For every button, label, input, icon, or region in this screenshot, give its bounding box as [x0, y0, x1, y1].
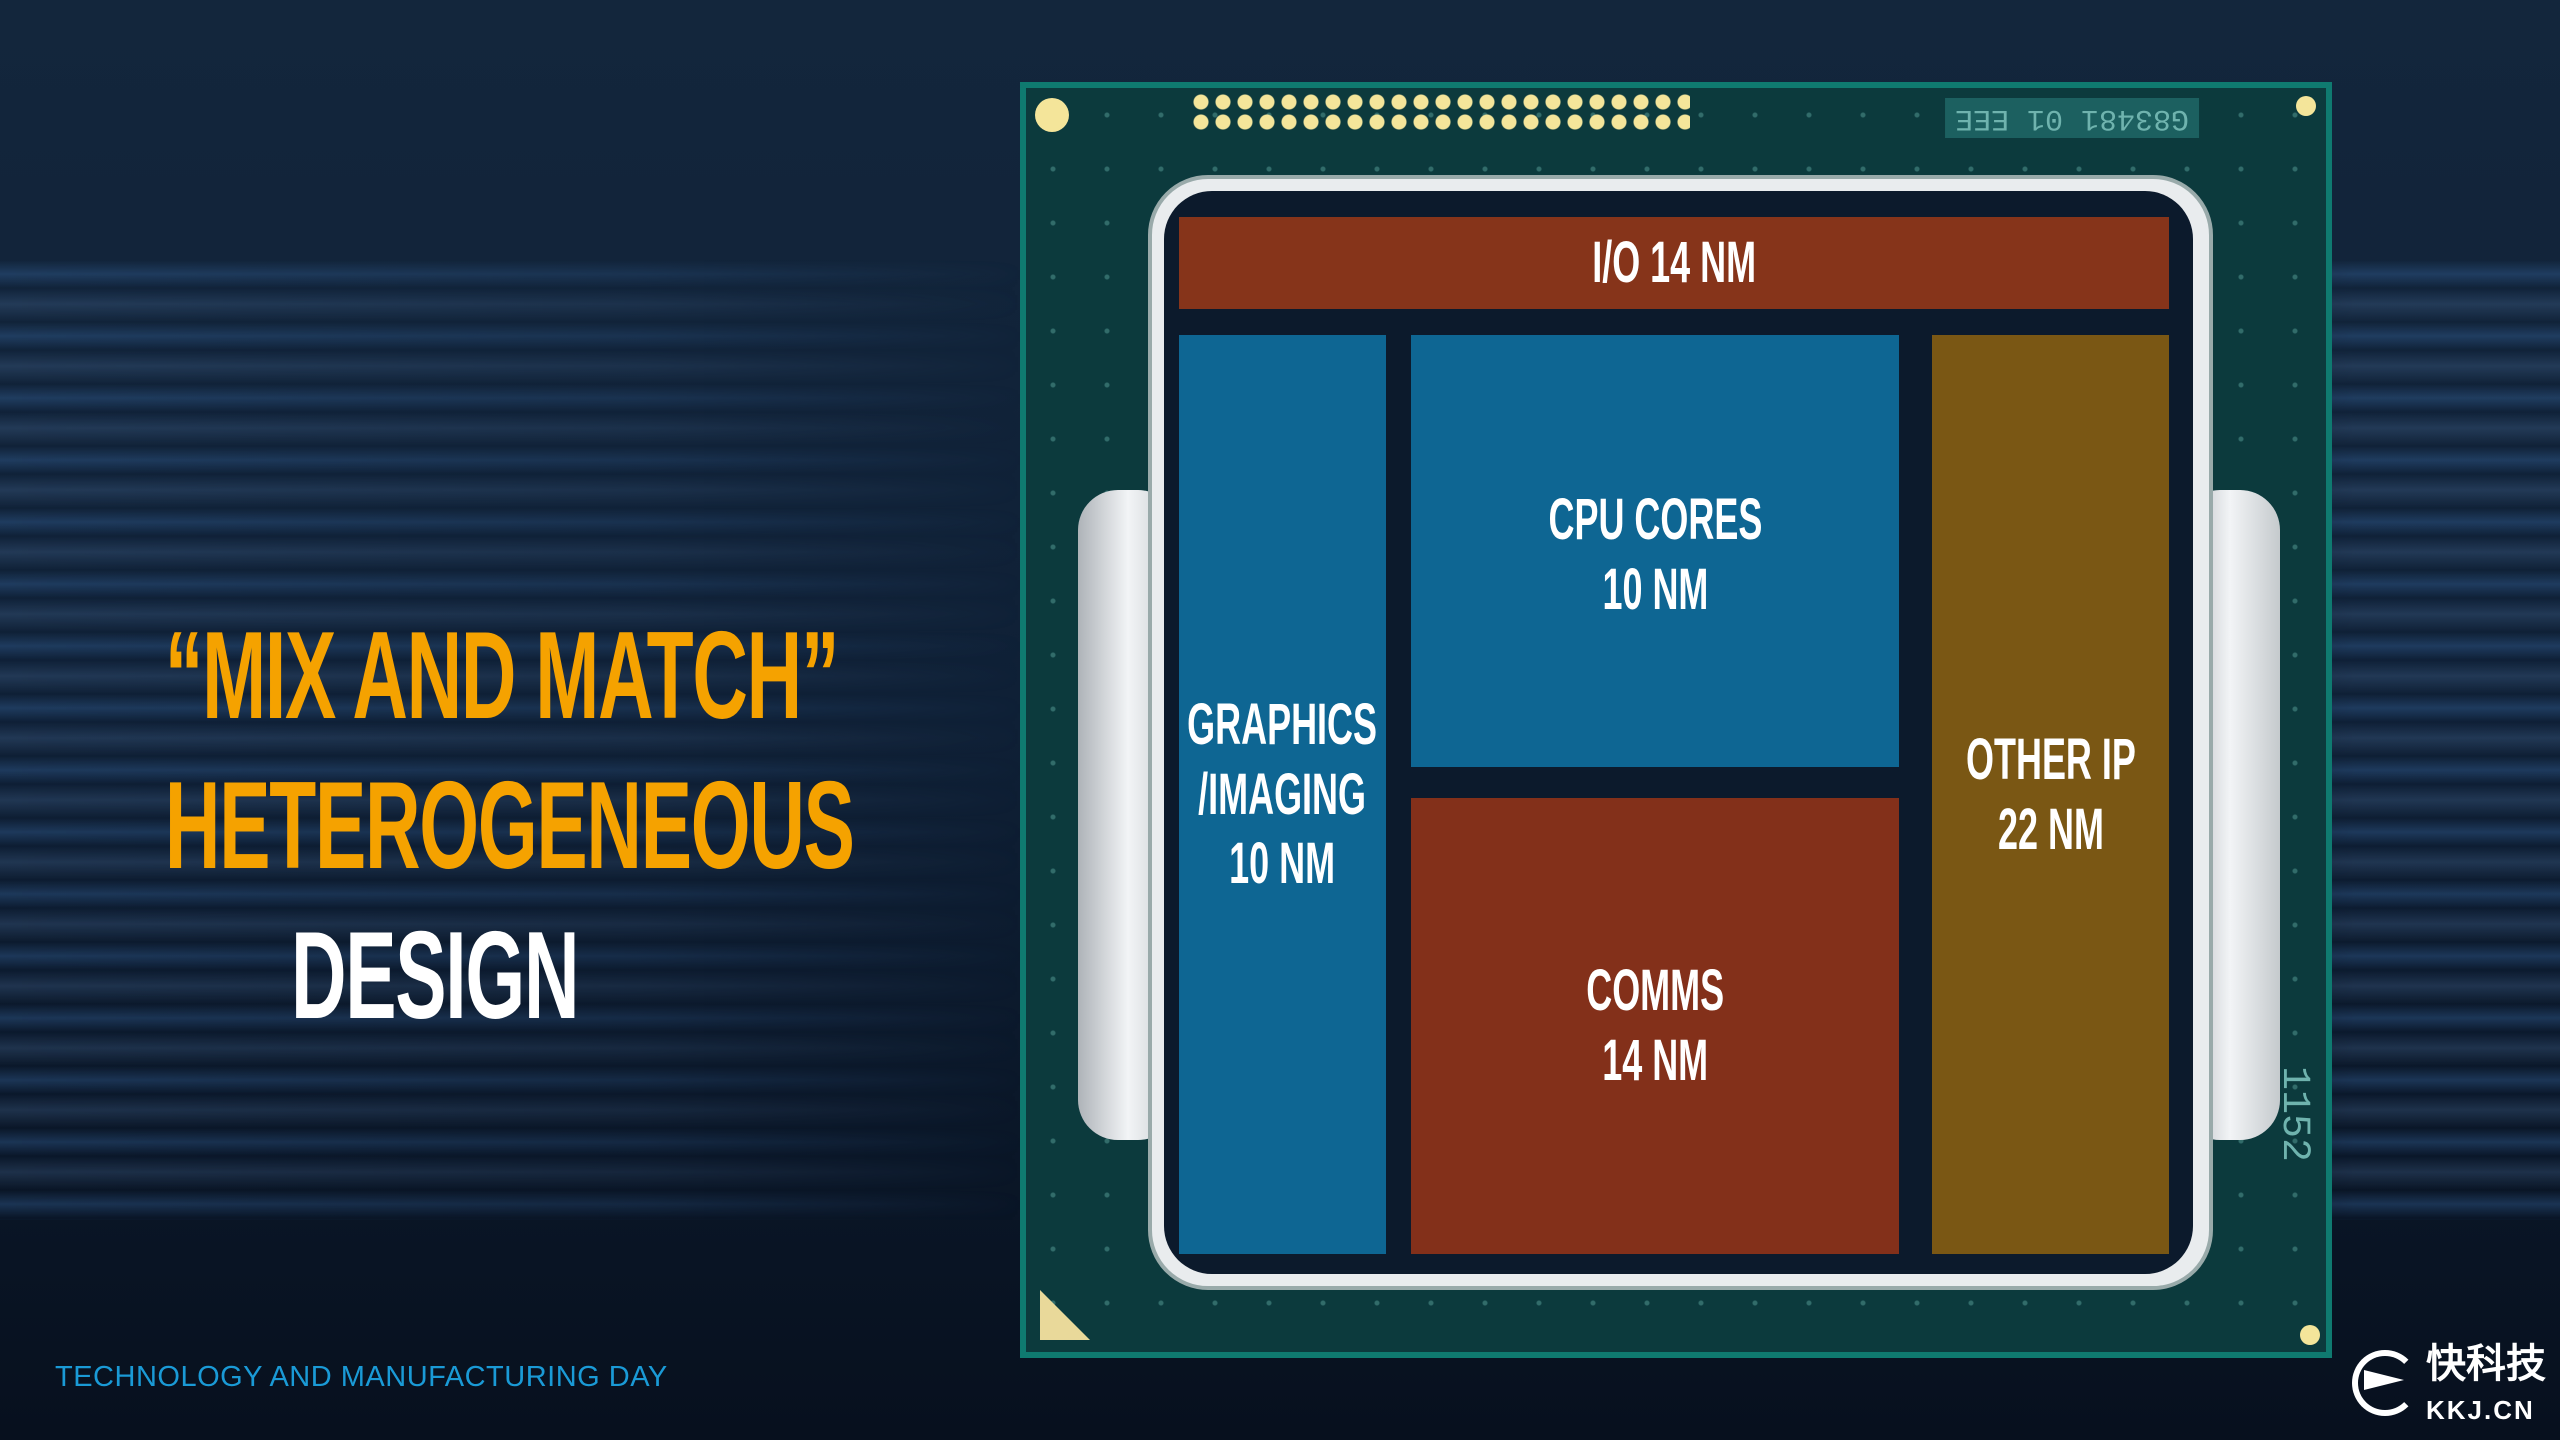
corner-dot [2296, 96, 2316, 116]
footer-text: TECHNOLOGY AND MANUFACTURING DAY [55, 1361, 668, 1393]
block-graphics: GRAPHICS /IMAGING 10 NM [1179, 335, 1386, 1254]
block-comms: COMMS 14 NM [1411, 798, 1899, 1254]
watermark-logo: 快科技 KKJ.CN [2352, 1338, 2546, 1428]
block-other-label: OTHER IP 22 NM [1965, 726, 2136, 862]
block-graphics-label: GRAPHICS /IMAGING 10 NM [1187, 692, 1378, 897]
title-line-2: HETEROGENEOUS [164, 757, 855, 895]
block-comms-label: COMMS 14 NM [1586, 958, 1724, 1093]
pin1-triangle-icon [1040, 1290, 1090, 1340]
block-cpu-cores: CPU CORES 10 NM [1411, 335, 1899, 767]
title-line-3: DESIGN [290, 907, 580, 1045]
watermark-cn: 快科技 [2426, 1342, 2546, 1386]
contact-pads [1190, 92, 1690, 132]
title-line-1: “MIX AND MATCH” [164, 607, 839, 745]
watermark-en: KKJ.CN [2426, 1395, 2535, 1425]
block-io: I/O 14 NM [1179, 217, 2169, 309]
corner-dot [1035, 98, 1069, 132]
paper-plane-icon [2352, 1349, 2418, 1416]
block-io-label: I/O 14 NM [1592, 230, 1756, 296]
corner-dot [2300, 1325, 2320, 1345]
block-cpu-label: CPU CORES 10 NM [1548, 487, 1762, 622]
package-label: G83481 01 EEE [1945, 98, 2200, 138]
block-other-ip: OTHER IP 22 NM [1932, 335, 2169, 1254]
